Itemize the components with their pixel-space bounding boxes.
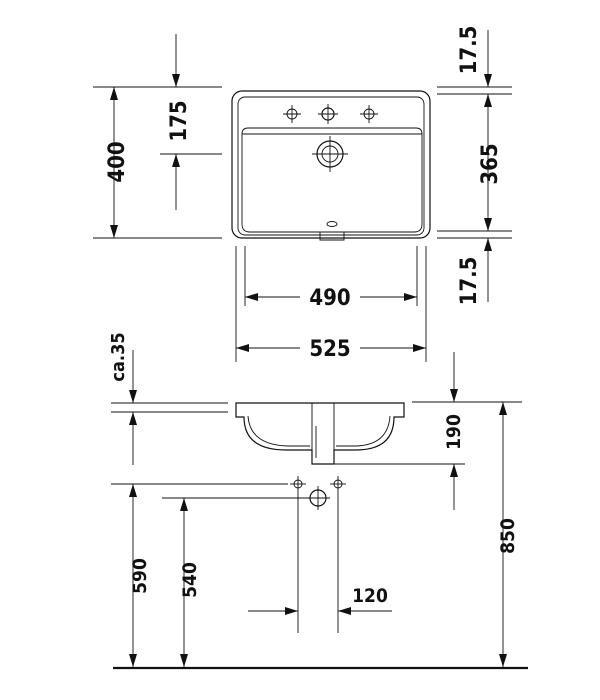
dim-17-5-bottom-label: 17.5 <box>457 257 482 306</box>
top-view: 400 175 17.5 365 17.5 490 525 <box>93 26 512 362</box>
dim-ca35-label: ca.35 <box>108 332 129 381</box>
wall-tap-hole-right <box>330 476 346 492</box>
dim-175-label: 175 <box>167 100 192 141</box>
tap-hole-left <box>283 105 301 123</box>
basin-top-outline <box>231 90 431 239</box>
basin-side-outline <box>235 402 405 465</box>
dim-525-label: 525 <box>309 337 350 362</box>
overflow-hole <box>326 221 338 227</box>
dim-850-label: 850 <box>497 518 519 554</box>
tap-hole-right <box>360 105 378 123</box>
dim-17-5-top-label: 17.5 <box>457 26 482 75</box>
dim-120-label: 120 <box>352 585 388 607</box>
overflow-notch <box>319 232 345 241</box>
basin-top-inner-rim <box>237 96 425 236</box>
dim-400-label: 400 <box>105 141 130 182</box>
dim-590-label: 590 <box>129 558 151 594</box>
dim-490-label: 490 <box>309 286 350 311</box>
tap-hole-center <box>318 104 338 124</box>
wall-tap-hole-left <box>290 476 306 492</box>
dim-190-label: 190 <box>443 414 465 450</box>
wall-drain-hole <box>306 486 330 510</box>
dim-365-label: 365 <box>478 143 503 184</box>
basin-bowl-outline <box>241 127 423 233</box>
side-view: ca.35 190 850 590 540 120 <box>108 332 528 670</box>
dim-540-label: 540 <box>179 562 201 598</box>
drain <box>312 136 348 172</box>
